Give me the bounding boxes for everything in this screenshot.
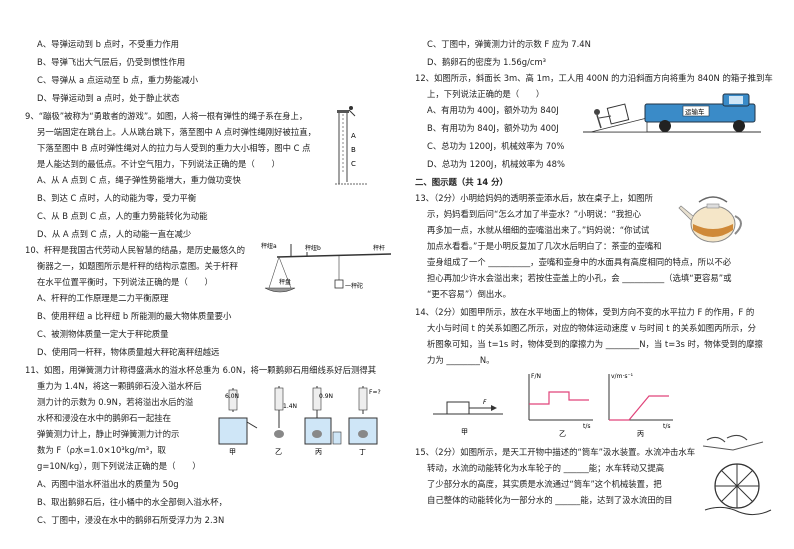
t-label-1: t/s <box>583 423 591 430</box>
q9-option-b: B、到达 C 点时，人的动能为零，受力平衡 <box>37 193 197 203</box>
q14-line-1: 14、（2分）如图甲所示，放在水平地面上的物体，受到方向不变的水平拉力 F 的作… <box>415 307 755 317</box>
q12-stem-2: 上，下列说法正确的是（ ） <box>427 89 545 99</box>
q15-line-3: 了少部分水的高度，其实质是水流通过“筒车”这个机械装置，把 <box>427 479 662 489</box>
q13-line-6: 担心再加少许水会溢出来；若按住壶盖上的小孔，会 __________（选填“更容… <box>427 273 732 283</box>
reading-3: 0.9N <box>319 393 333 400</box>
figure-bing: v/m·s⁻¹ t/s 丙 <box>608 373 673 438</box>
q13-line-4: 加点水看看。”于是小明反复加了几次水后明白了：茶壶的壶嘴和 <box>427 241 662 251</box>
t-label-2: t/s <box>663 423 671 430</box>
reading-4: F=? <box>369 389 381 396</box>
q8-option-d: D、导弹运动到 a 点时，处于静止状态 <box>37 93 180 103</box>
f-axis-label: F/N <box>531 373 541 380</box>
q10-option-b: B、使用秤纽 a 比秤纽 b 所能测的最大物体质量要小 <box>37 311 232 321</box>
q13-line-3: 再多加一点，水就从细细的壶嘴溢出来了。”妈妈说：“你试试 <box>427 225 650 235</box>
hook-a-label: 秤纽a <box>261 242 277 250</box>
q9-option-c: C、从 B 点到 C 点，人的重力势能转化为动能 <box>37 211 208 221</box>
overflow-cup-figure: 6.0N 甲 1.4N 乙 0.9N 丙 F=? 丁 <box>218 386 381 456</box>
q10-option-d: D、使用同一杆秤，物体质量越大秤砣离秤纽越远 <box>37 347 220 357</box>
water-wheel-figure <box>703 434 772 516</box>
label-bing: 丙 <box>637 430 644 438</box>
q11-stem-7: g=10N/kg），则下列说法正确的是（ ） <box>37 461 201 471</box>
label-yi: 乙 <box>559 430 566 438</box>
q11-stem-5: 弹簧测力计上，静止时弹簧测力计的示 <box>37 429 180 439</box>
panel-label-jia: 甲 <box>229 448 236 456</box>
panel-ding: F=? 丁 <box>348 386 381 456</box>
q13-line-1: 13、（2分）小明给妈妈的透明茶壶添水后，放在桌子上，如图所 <box>415 193 653 203</box>
v-axis-label: v/m·s⁻¹ <box>611 373 634 380</box>
q9-stem-2: 另一端固定在跳台上。人从跳台跳下，落至图中 A 点时弹性绳刚好被拉直， <box>37 127 317 137</box>
truck-label: 运输车 <box>685 107 705 116</box>
figure-yi: F/N t/s 乙 <box>528 373 593 438</box>
q13-line-5: 壶身组成了一个 __________，壶嘴和壶身中的水面具有高度相同的特点，所以… <box>427 257 732 267</box>
q10-stem-2: 衡器之一，如题图所示是杆秤的结构示意图。关于杆秤 <box>37 261 238 271</box>
q8-option-b: B、导弹飞出大气层后，仍受到惯性作用 <box>37 57 186 67</box>
q10-stem-3: 在水平位置平衡时，下列说法正确的是（ ） <box>37 277 213 287</box>
q11-option-c: C、丁图中，浸没在水中的鹅卵石所受浮力为 2.3N <box>37 515 225 525</box>
panel-bing: 0.9N 丙 <box>304 386 342 456</box>
figure-jia: F 甲 <box>433 399 503 436</box>
section-title: 二、图示题（共 14 分） <box>415 177 508 187</box>
steelyard-figure: 秤纽a 秤纽b 秤杆 秤盘 一秤砣 <box>261 242 392 293</box>
q14-line-3: 析图象可知，当 t=1s 时，物体受到的摩擦力为 ________N，当 t=3… <box>427 339 763 349</box>
q12-option-d: D、总功为 1200J，机械效率为 48% <box>427 159 565 169</box>
reading-1: 6.0N <box>225 393 239 400</box>
truck-ramp-figure: 运输车 <box>583 93 761 133</box>
q8-option-a: A、导弹运动到 b 点时，不受重力作用 <box>37 39 179 49</box>
q10-stem-1: 10、杆秤是我国古代劳动人民智慧的结晶，是历史最悠久的 <box>25 245 246 255</box>
q11-stem-2: 重力为 1.4N，将这一颗鹅卵石没入溢水杯后 <box>37 381 202 391</box>
q13-line-2: 示，妈妈看到后问“怎么才加了半壶水？”小明说：“我担心 <box>427 209 642 219</box>
q14-figures: F 甲 F/N t/s 乙 v/m·s⁻¹ t/s 丙 <box>433 373 673 438</box>
teapot-figure <box>678 196 742 243</box>
panel-label-bing: 丙 <box>315 448 322 456</box>
q9-stem-3: 下落至图中 B 点时弹性绳对人的拉力与人受到的重力大小相等，图中 C 点 <box>37 143 311 153</box>
pan-label: 秤盘 <box>279 278 291 286</box>
beam-label: 秤杆 <box>373 244 385 252</box>
bungee-figure: A B C <box>335 106 367 185</box>
q11-option-b: B、取出鹅卵石后，往小桶中的水全部倒入溢水杯， <box>37 497 227 507</box>
q11-option-c-cont: C、丁图中，弹簧测力计的示数 F 应为 7.4N <box>427 39 591 49</box>
panel-label-yi: 乙 <box>275 448 282 456</box>
label-b: B <box>351 146 356 154</box>
q10-option-a: A、杆秤的工作原理是二力平衡原理 <box>37 293 169 303</box>
q11-stem-6: 数为 F（ρ水=1.0×10³kg/m³，取 <box>37 445 166 455</box>
q9-option-a: A、从 A 点到 C 点，绳子弹性势能增大，重力做功变快 <box>37 175 241 185</box>
reading-2: 1.4N <box>283 403 297 410</box>
q10-option-c: C、被测物体质量一定大于秤砣质量 <box>37 329 169 339</box>
q11-stem-1: 11、如图，用弹簧测力计称得盛满水的溢水杯总重为 6.0N，将一颗鹅卵石用细线系… <box>25 365 377 375</box>
label-jia: 甲 <box>461 428 468 436</box>
q12-option-a: A、有用功为 400J，额外功为 840J <box>427 105 559 115</box>
q9-stem-1: 9、“蹦极”被称为“勇敢者的游戏”。如图，人将一根有弹性的绳子系在身上， <box>25 111 308 121</box>
q12-option-b: B、有用功为 840J，额外功为 400J <box>427 123 559 133</box>
q14-line-4: 力为 ________N。 <box>427 355 495 365</box>
q11-stem-3: 测力计的示数为 0.9N，若将溢出水后的溢 <box>37 397 194 407</box>
panel-label-ding: 丁 <box>359 448 366 456</box>
label-c: C <box>351 160 356 168</box>
q15-line-1: 15、（2分）如图所示，是天工开物中描述的“筒车”汲水装置。水流冲击水车 <box>415 447 696 457</box>
q9-option-d: D、从 A 点到 C 点，人的动能一直在减少 <box>37 229 192 239</box>
panel-yi: 1.4N 乙 <box>274 386 297 456</box>
q14-line-2: 大小与时间 t 的关系如图乙所示，对应的物体运动速度 v 与时间 t 的关系如图… <box>427 323 756 333</box>
q15-line-4: 自己整体的动能转化为一部分水的 ______能，达到了汲水流田的目 <box>427 495 673 505</box>
q9-stem-4: 是人能达到的最低点。不计空气阻力，下列说法正确的是（ ） <box>37 159 280 169</box>
q15-line-2: 转动，水流的动能转化为水车轮子的 ______能；水车转动又提高 <box>427 463 665 473</box>
q12-stem-1: 12、如图所示，斜面长 3m、高 1m，工人用 400N 的力沿斜面方向将重为 … <box>415 73 773 83</box>
q11-option-d: D、鹅卵石的密度为 1.56g/cm³ <box>427 57 547 67</box>
q8-option-c: C、导弹从 a 点运动至 b 点，重力势能减小 <box>37 75 198 85</box>
hook-b-label: 秤纽b <box>305 244 321 252</box>
q13-line-7: “更不容易”）倒出水。 <box>427 289 512 299</box>
q11-option-a: A、丙图中溢水杯溢出水的质量为 50g <box>37 479 179 489</box>
panel-jia: 6.0N 甲 <box>218 388 258 456</box>
label-a: A <box>351 132 356 140</box>
q11-stem-4: 水杯和浸没在水中的鹅卵石一起挂在 <box>37 413 171 423</box>
weight-label: 一秤砣 <box>345 282 363 290</box>
q12-option-c: C、总功为 1200J，机械效率为 70% <box>427 141 565 151</box>
force-label: F <box>483 399 487 406</box>
